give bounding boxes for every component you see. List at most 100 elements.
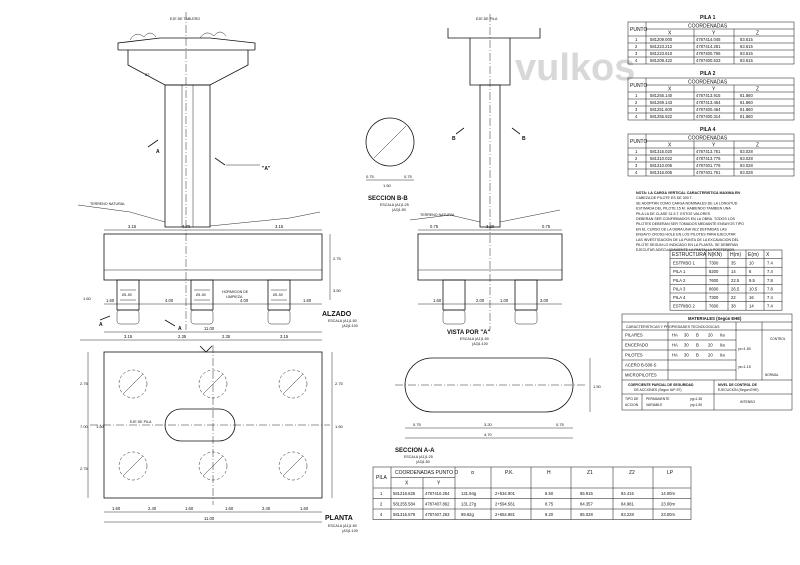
- table-cell: 8600: [709, 286, 719, 291]
- svg-text:TERRENO NATURAL: TERRENO NATURAL: [90, 202, 125, 206]
- table-row: 1: [635, 37, 638, 42]
- table-row: 4: [635, 114, 638, 119]
- table-cell: 7600: [709, 304, 719, 309]
- svg-text:A: A: [156, 149, 160, 155]
- nota-line: NOTA: LA CARGA VERTICAL CARACTERISTICA M…: [636, 191, 740, 195]
- table-cell: 7.8: [767, 278, 773, 283]
- svg-text:4787413.761: 4787413.761: [696, 149, 721, 154]
- svg-text:A: A: [99, 322, 103, 328]
- piles-plan: [118, 369, 308, 481]
- svg-text:ESTRUCTURA: ESTRUCTURA: [672, 252, 707, 258]
- table-row: ESTRIBO 1: [673, 261, 696, 266]
- alzado-title: ALZADO: [322, 311, 352, 318]
- pila4-title: PILA 4: [700, 127, 716, 133]
- nota-line: ENSAYO CROSS HOLE EN LOS PILOTES PARA EJ…: [636, 233, 736, 237]
- circular-section: [365, 117, 415, 167]
- table-cell: 8.75: [545, 502, 554, 507]
- planta-view: 3.15 2.35 2.35 3.15 EJE DE PILA 2.75 7.0…: [80, 334, 358, 533]
- svg-text:B: B: [696, 333, 699, 338]
- svg-text:581316.020: 581316.020: [650, 149, 673, 154]
- nota-line: ESTIMADA DEL PILOTE 15 M. HABIENDO TAMBI…: [636, 207, 731, 211]
- table-cell: 8.50: [545, 491, 554, 496]
- svg-text:4787400.464: 4787400.464: [696, 107, 721, 112]
- svg-text:ESCALA (A1)1:50: ESCALA (A1)1:50: [328, 524, 357, 528]
- table-cell: 131.94g: [461, 491, 477, 496]
- svg-text:0.75: 0.75: [413, 422, 422, 427]
- section-arrow-a-lower: [99, 315, 111, 321]
- svg-text:4787400.314: 4787400.314: [696, 114, 721, 119]
- svg-text:581223.610: 581223.610: [650, 51, 673, 56]
- svg-text:3.15: 3.15: [124, 334, 133, 339]
- table-cell: 22: [731, 295, 736, 300]
- table-cell: 581315.579: [393, 512, 416, 517]
- svg-text:EJE DE PILA: EJE DE PILA: [476, 17, 498, 21]
- svg-text:Z: Z: [756, 87, 759, 93]
- svg-text:1.50: 1.50: [96, 424, 105, 429]
- pila2-title: PILA 2: [700, 71, 716, 77]
- svg-text:VARIABLE: VARIABLE: [646, 403, 663, 407]
- svg-text:H(m): H(m): [730, 252, 741, 258]
- vista-a-title: VISTA POR "A": [447, 330, 491, 336]
- svg-text:(A3)1:100: (A3)1:100: [342, 324, 358, 328]
- pier-cap: [127, 50, 249, 86]
- table-row: PILA 2: [673, 278, 686, 283]
- svg-text:4.70: 4.70: [182, 224, 191, 229]
- svg-text:B: B: [522, 136, 526, 142]
- svg-text:30: 30: [684, 343, 689, 348]
- deck-outline: [117, 37, 256, 50]
- svg-text:2.40: 2.40: [262, 506, 271, 511]
- svg-text:83.028: 83.028: [740, 163, 753, 168]
- table-cell: 7300: [709, 295, 719, 300]
- svg-text:3.15: 3.15: [280, 334, 289, 339]
- svg-text:γs=1.15: γs=1.15: [738, 365, 751, 369]
- svg-text:81.860: 81.860: [740, 100, 753, 105]
- nota-line: SE ADOPTAN COMO CARGA NOMINALES DE LA LO…: [636, 201, 738, 205]
- svg-text:1.50: 1.50: [593, 384, 602, 389]
- piles-elevation: [116, 279, 291, 325]
- svg-text:581255.922: 581255.922: [650, 114, 673, 119]
- svg-text:B: B: [452, 136, 456, 142]
- svg-text:P.K.: P.K.: [505, 470, 514, 476]
- nota-line: PILOTES DEBERAN SER TOMADOS MEDIANTE ENS…: [636, 222, 744, 226]
- svg-text:"A": "A": [262, 166, 271, 172]
- svg-text:2.75: 2.75: [80, 381, 89, 386]
- table-cell: 10.5: [749, 286, 758, 291]
- dim-22: 22: [145, 72, 150, 77]
- table-cell: 10: [749, 261, 754, 266]
- svg-text:γg=1.35: γg=1.35: [690, 397, 702, 401]
- eje-tablero-label: EJE DE TABLERO: [170, 17, 200, 21]
- svg-text:HA: HA: [672, 343, 678, 348]
- table-row: 2: [380, 502, 383, 507]
- svg-text:PUNTO: PUNTO: [630, 27, 648, 33]
- table-cell: 7.4: [767, 295, 773, 300]
- table-cell: 14: [731, 269, 736, 274]
- svg-text:ESCALA (A1)1:50: ESCALA (A1)1:50: [328, 319, 357, 323]
- svg-text:2.75: 2.75: [333, 256, 342, 261]
- svg-text:X: X: [405, 481, 409, 487]
- materiales-table: MATERIALES (Según EHE) CARACTERISTICAS Y…: [621, 313, 793, 411]
- side-pile-cap: [417, 233, 563, 281]
- svg-text:α: α: [471, 470, 474, 476]
- svg-text:PILA: PILA: [376, 475, 388, 481]
- svg-text:Y: Y: [712, 143, 716, 149]
- table-cell: 7.4: [767, 269, 773, 274]
- svg-text:4787413.776: 4787413.776: [696, 156, 721, 161]
- svg-text:Z: Z: [756, 31, 759, 37]
- nota-block: NOTA: LA CARGA VERTICAL CARACTERISTICA M…: [636, 191, 744, 252]
- table-cell: 14.00m: [661, 491, 675, 496]
- svg-text:TIPO DE: TIPO DE: [625, 397, 639, 401]
- svg-text:Z1: Z1: [587, 470, 593, 476]
- table-cell: 84.357: [580, 502, 593, 507]
- svg-text:INTENSO: INTENSO: [740, 400, 755, 404]
- svg-text:NORMAL: NORMAL: [765, 373, 779, 377]
- table-cell: 23.00m: [661, 502, 675, 507]
- svg-text:1.60: 1.60: [185, 506, 194, 511]
- svg-text:4.00: 4.00: [165, 298, 174, 303]
- svg-text:81.860: 81.860: [740, 107, 753, 112]
- svg-text:PUNTO: PUNTO: [630, 139, 648, 145]
- table-cell: 9.5: [749, 278, 755, 283]
- svg-text:ACCION: ACCION: [625, 403, 639, 407]
- svg-text:83.615: 83.615: [740, 58, 753, 63]
